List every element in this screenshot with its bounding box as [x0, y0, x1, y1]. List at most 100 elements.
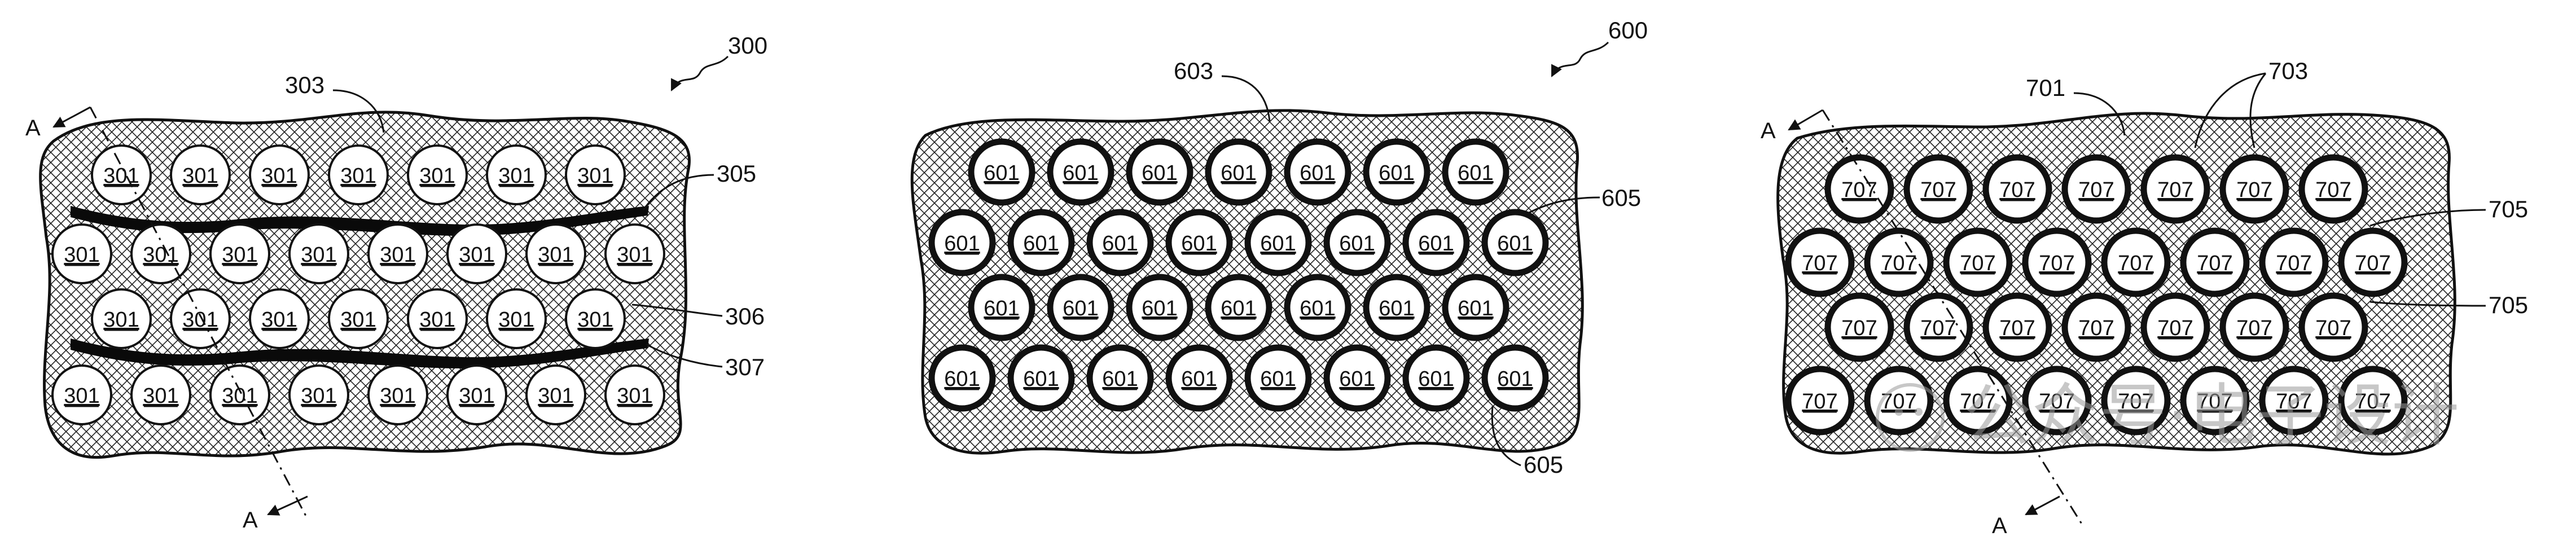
- section-arrow-bottom: [2025, 495, 2060, 516]
- cell-circle: [928, 344, 996, 412]
- cell-label: 707: [2118, 252, 2153, 275]
- cell-circle: [2022, 366, 2092, 436]
- cell-label: 601: [1181, 232, 1217, 256]
- cell-circle: [1007, 209, 1075, 276]
- cell-label: 601: [1023, 232, 1059, 256]
- section-label-top: A: [1761, 118, 1776, 143]
- cell-circle: [407, 144, 468, 205]
- cell-label: 601: [984, 297, 1019, 320]
- callout-705-top: 705: [2489, 196, 2528, 222]
- cell-circle: [1165, 344, 1233, 412]
- cell-circle: [1363, 138, 1430, 206]
- cell-label: 707: [2315, 178, 2351, 202]
- cell-label: 301: [103, 164, 139, 188]
- cell-label: 601: [1142, 297, 1177, 320]
- leader-705-bottom: [2369, 301, 2486, 307]
- cell-label: 601: [1418, 232, 1454, 256]
- region-leader: [2073, 92, 2126, 136]
- cell-label: 707: [1960, 252, 1995, 275]
- cell-circle: [1943, 366, 2013, 436]
- cell-circle: [170, 144, 231, 205]
- band-305: [71, 206, 649, 236]
- cell-label: 601: [1102, 232, 1138, 256]
- cell-label: 601: [1458, 161, 1493, 185]
- cell-label: 601: [1221, 297, 1256, 320]
- cell-label: 301: [577, 308, 613, 332]
- leader-305: [642, 174, 714, 210]
- region-ref: 701: [2026, 74, 2065, 101]
- cell-circle: [1982, 154, 2052, 224]
- cell-circle: [1785, 366, 1855, 436]
- cell-label: 707: [1802, 390, 1837, 414]
- leader-605-bottom: [1491, 406, 1521, 467]
- cell-label: 707: [2355, 252, 2390, 275]
- cell-circle: [2338, 366, 2408, 436]
- band-307: [71, 338, 649, 368]
- cell-label: 601: [1181, 367, 1217, 391]
- cell-circle: [1402, 344, 1470, 412]
- cell-label: 301: [459, 243, 494, 267]
- cell-label: 601: [1379, 161, 1414, 185]
- watermark-text: 公众号·电子设计: [1964, 377, 2459, 455]
- cell-circle: [1323, 344, 1391, 412]
- cell-label: 707: [1920, 316, 1956, 340]
- cell-label: 601: [1339, 232, 1375, 256]
- callout-703: 703: [2268, 58, 2308, 84]
- region-ref: 303: [285, 72, 324, 98]
- cell-circle: [1785, 227, 1855, 297]
- figure-600: 601 601 601 601 601 601 601 601 601 601 601 601 601 6…: [910, 17, 1648, 478]
- cell-circle: [2180, 366, 2250, 436]
- cell-label: 707: [2157, 178, 2193, 202]
- cell-circle: [604, 223, 665, 284]
- callout-605-bottom: 605: [1524, 451, 1563, 478]
- leader-703-b: [2249, 73, 2267, 148]
- cell-circle: [1047, 138, 1114, 206]
- cell-circle: [2219, 154, 2289, 224]
- cell-circle: [130, 364, 191, 425]
- cell-circle: [525, 364, 586, 425]
- section-line: [1822, 109, 2083, 525]
- cell-label: 301: [617, 384, 652, 408]
- cell-label: 707: [1841, 178, 1877, 202]
- cell-label: 707: [2078, 316, 2114, 340]
- cell-circle: [604, 364, 665, 425]
- cell-label: 707: [2157, 316, 2193, 340]
- region-leader: [332, 89, 385, 133]
- cell-circle: [1086, 209, 1154, 276]
- cell-label: 301: [301, 384, 336, 408]
- cell-circle: [1284, 274, 1351, 341]
- cell-circle: [51, 364, 112, 425]
- cell-label: 601: [1458, 297, 1493, 320]
- cell-circle: [328, 144, 389, 205]
- cell-circle: [1402, 209, 1470, 276]
- cell-circle: [170, 288, 231, 349]
- cell-label: 707: [1920, 178, 1956, 202]
- leader-705-top: [2369, 209, 2486, 227]
- cell-circle: [2140, 292, 2210, 362]
- section-label-bottom: A: [1992, 513, 2007, 538]
- cell-circle: [1205, 274, 1272, 341]
- cell-circle: [91, 288, 152, 349]
- cell-circle: [51, 223, 112, 284]
- leader-703-a: [2194, 72, 2266, 148]
- cell-circle: [928, 209, 996, 276]
- cell-label: 601: [1063, 297, 1098, 320]
- cell-label: 601: [1339, 367, 1375, 391]
- cell-label: 707: [2118, 390, 2153, 414]
- cell-circle: [1126, 138, 1193, 206]
- cell-label: 601: [1142, 161, 1177, 185]
- cell-circle: [1205, 138, 1272, 206]
- cell-circle: [2022, 227, 2092, 297]
- cell-circle: [1824, 292, 1894, 362]
- callout-705-bottom: 705: [2489, 292, 2528, 318]
- region-leader: [1221, 75, 1271, 122]
- cell-circle: [249, 144, 310, 205]
- cell-label: 601: [1260, 367, 1296, 391]
- cell-circle: [1363, 274, 1430, 341]
- region-ref: 603: [1174, 58, 1213, 84]
- cell-label: 301: [498, 308, 534, 332]
